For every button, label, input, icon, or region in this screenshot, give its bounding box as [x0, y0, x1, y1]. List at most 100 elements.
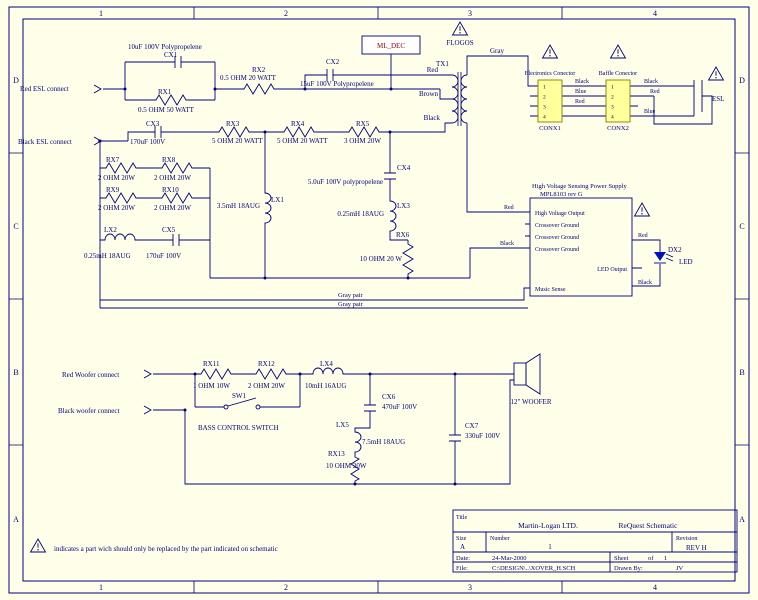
- rx12-ref: RX12: [258, 360, 275, 368]
- cx6-capacitor: [363, 389, 377, 427]
- cx3-value: 170uF 100V: [130, 138, 165, 146]
- replacement-note: indicates a part wich should only be rep…: [54, 545, 278, 553]
- psu-pin-xover-gnd-1: Crossover Ground: [535, 223, 579, 229]
- titleblock-size-label: Size: [456, 536, 467, 542]
- titleblock-title-label: Title: [456, 515, 467, 521]
- gray-pair-label-1: Gray pair: [338, 292, 364, 299]
- grid-labels: 1 2 3 4 1 2 3 4 D C B A D C B A: [13, 9, 745, 592]
- conx1-pin-1: 1: [543, 85, 546, 91]
- lx1-value: 3.5mH 18AUG: [217, 202, 260, 210]
- conx2-box: [605, 79, 631, 123]
- rx4-value: 5 OHM 20 WATT: [277, 137, 328, 145]
- grid-col-top-4: 4: [653, 9, 657, 18]
- titleblock-drawn-label: Drawn By:: [614, 565, 643, 572]
- gray-pair-label-2: Gray pair: [338, 301, 364, 308]
- grid-row-right-a: A: [739, 515, 745, 524]
- psu-pin-hv-output: High Voltage Output: [535, 211, 585, 217]
- cx6-value: 470uF 100V: [382, 403, 417, 411]
- grid-row-left-c: C: [13, 222, 18, 231]
- rx8-ref: RX8: [162, 156, 176, 164]
- conx2-ref: CONX2: [607, 125, 629, 132]
- titleblock-doc: ReQuest Schematic: [619, 521, 679, 530]
- lx3-ref: LX3: [397, 202, 410, 210]
- rx9-ref: RX9: [106, 186, 120, 194]
- boxes: ML_DEC 1 2 3 4 1 2 3 4: [361, 35, 633, 297]
- conx1-pin-3: 3: [543, 105, 546, 111]
- grid-row-left-a: A: [13, 515, 19, 524]
- tx1-black-label: Black: [424, 114, 441, 122]
- woofer-speaker-icon: [513, 353, 541, 395]
- cx4-capacitor: [383, 157, 397, 195]
- psu-title-1: High Voltage Sensing Power Supply: [532, 183, 627, 190]
- rx8-value: 2 OHM 20W: [154, 174, 191, 182]
- cx4-value: 5.0uF 100V polypropelene: [308, 178, 383, 186]
- rx7-ref: RX7: [106, 156, 120, 164]
- rx8-resistor: [157, 162, 197, 174]
- grid-row-left-d: D: [13, 76, 19, 85]
- tx1-brown-label: Brown: [419, 90, 439, 98]
- bass-control-switch-label: BASS CONTROL SWITCH: [198, 424, 279, 432]
- conx1-wire-red: Red: [575, 99, 585, 105]
- grid-row-right-c: C: [739, 222, 744, 231]
- conx1-title: Electronics Conector: [525, 71, 575, 77]
- psu-left-black-label: Black: [500, 241, 514, 247]
- warning-triangle-conx1-icon: [542, 44, 558, 59]
- psu-pin-led-output: LED Output: [597, 267, 627, 273]
- cx2-value: 15uF 100V Polypropelene: [300, 80, 374, 88]
- psu-title-2: MPL8103 rev G: [540, 191, 583, 198]
- psu-pin-xover-gnd-3: Crossover Ground: [535, 247, 579, 253]
- grid-col-bottom-1: 1: [99, 583, 103, 592]
- grid-col-bottom-3: 3: [468, 583, 472, 592]
- rx4-ref: RX4: [291, 120, 305, 128]
- conx1-pin-2: 2: [543, 95, 546, 101]
- titleblock-sheet-of: of: [648, 555, 654, 562]
- warning-triangle-led-icon: [634, 202, 650, 217]
- lx2-inductor: [101, 233, 139, 241]
- lx4-ref: LX4: [320, 360, 333, 368]
- rx10-ref: RX10: [162, 186, 179, 194]
- rx10-resistor: [157, 192, 197, 204]
- grid-col-bottom-4: 4: [653, 583, 657, 592]
- titleblock-date-label: Date:: [456, 555, 470, 562]
- gray-net-label: Gray: [490, 47, 504, 55]
- cx2-ref: CX2: [326, 58, 340, 66]
- grid-col-top-2: 2: [284, 9, 288, 18]
- esl-label: ESL: [712, 95, 724, 103]
- rx3-resistor: [214, 126, 254, 138]
- rx6-resistor: [402, 239, 414, 279]
- lx5-ref: LX5: [336, 421, 349, 429]
- titleblock-sheet-label: Sheet: [614, 555, 629, 562]
- conx1-wire-black: Black: [575, 79, 589, 85]
- titleblock-drawn-by: JV: [676, 565, 684, 572]
- cx3-ref: CX3: [146, 120, 160, 128]
- rx6-ref: RX6: [396, 231, 410, 239]
- grid-row-right-b: B: [739, 368, 744, 377]
- grid-col-top-3: 3: [468, 9, 472, 18]
- lx5-value: 7.5mH 18AUG: [362, 438, 405, 446]
- sw1-switch: [223, 397, 261, 410]
- dx2-led-icon: [654, 252, 674, 264]
- component-symbols: [30, 21, 724, 553]
- rx7-value: 2 OHM 20W: [98, 174, 135, 182]
- lx3-value: 0.25mH 18AUG: [337, 210, 384, 218]
- psu-pin-xover-gnd-2: Crossover Ground: [535, 235, 579, 241]
- cx1-ref: CX1: [164, 51, 178, 59]
- lx5-inductor: [354, 429, 362, 455]
- grid-row-left-b: B: [13, 368, 18, 377]
- cx7-value: 330uF 100V: [465, 432, 500, 440]
- conx2-title: Baffle Conector: [599, 70, 637, 77]
- lx2-ref: LX2: [104, 226, 117, 234]
- cx5-value: 170uF 100V: [146, 252, 181, 260]
- rx11-resistor: [196, 368, 236, 380]
- conx1-box: [537, 79, 563, 123]
- rx11-value: 1 OHM 10W: [193, 382, 230, 390]
- psu-box: [529, 197, 633, 297]
- lx4-inductor: [309, 367, 347, 375]
- conx2-pin-4: 4: [611, 115, 614, 121]
- warning-triangle-conx2-icon: [610, 44, 626, 59]
- titleblock-size: A: [460, 543, 465, 551]
- rx1-resistor: [151, 94, 191, 106]
- rx9-value: 2 OHM 20W: [98, 204, 135, 212]
